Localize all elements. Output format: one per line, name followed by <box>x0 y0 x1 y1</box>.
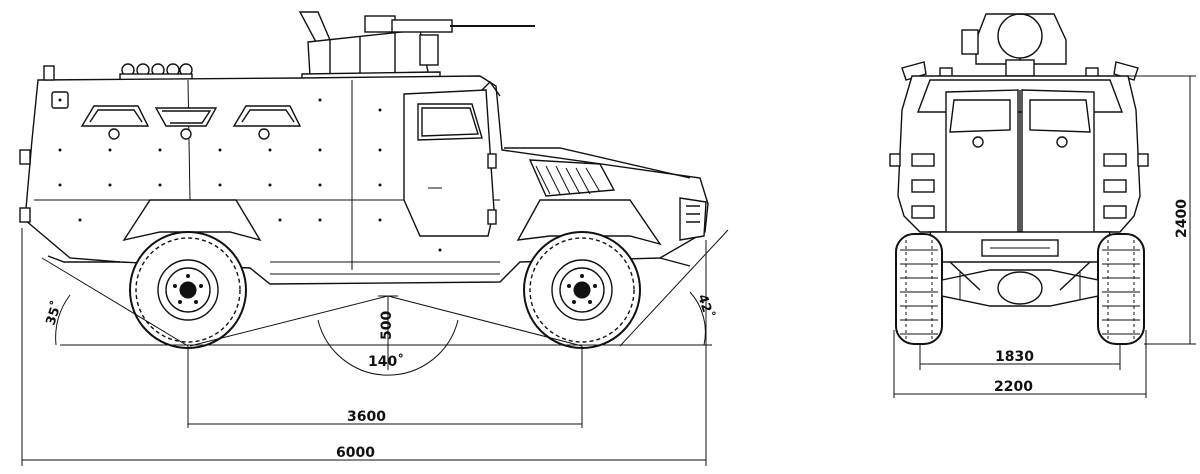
front-body <box>889 75 1149 263</box>
axle <box>941 261 1099 307</box>
front-right-wheel <box>1097 233 1145 345</box>
overall-length-label: 6000 <box>336 445 375 461</box>
front-wheel <box>523 231 641 349</box>
hull-rivets <box>58 98 442 252</box>
side-dimension-labels: 3600 6000 140˚ 500 35˚ 42˚ <box>43 292 717 461</box>
front-turret <box>961 13 1067 77</box>
ramp-angle-label: 140˚ <box>368 353 404 370</box>
overall-width-label: 2200 <box>994 379 1033 395</box>
side-dimension-lines <box>21 228 729 466</box>
turret <box>298 11 535 83</box>
front-dimension-labels: 1830 2200 2400 <box>994 199 1190 395</box>
front-dimension-lines <box>893 75 1196 398</box>
overall-height-label: 2400 <box>1174 199 1190 238</box>
wheelbase-label: 3600 <box>347 409 386 425</box>
front-view: 1830 2200 2400 <box>889 13 1196 398</box>
ground-clearance-label: 500 <box>379 311 395 340</box>
departure-angle-label: 42˚ <box>694 292 717 320</box>
rear-wheel <box>129 231 247 349</box>
smoke-launchers <box>119 63 193 81</box>
track-width-label: 1830 <box>995 349 1034 365</box>
approach-angle-label: 35˚ <box>43 299 66 327</box>
front-left-wheel <box>895 233 943 345</box>
side-view: 3600 6000 140˚ 500 35˚ 42˚ <box>19 11 729 466</box>
